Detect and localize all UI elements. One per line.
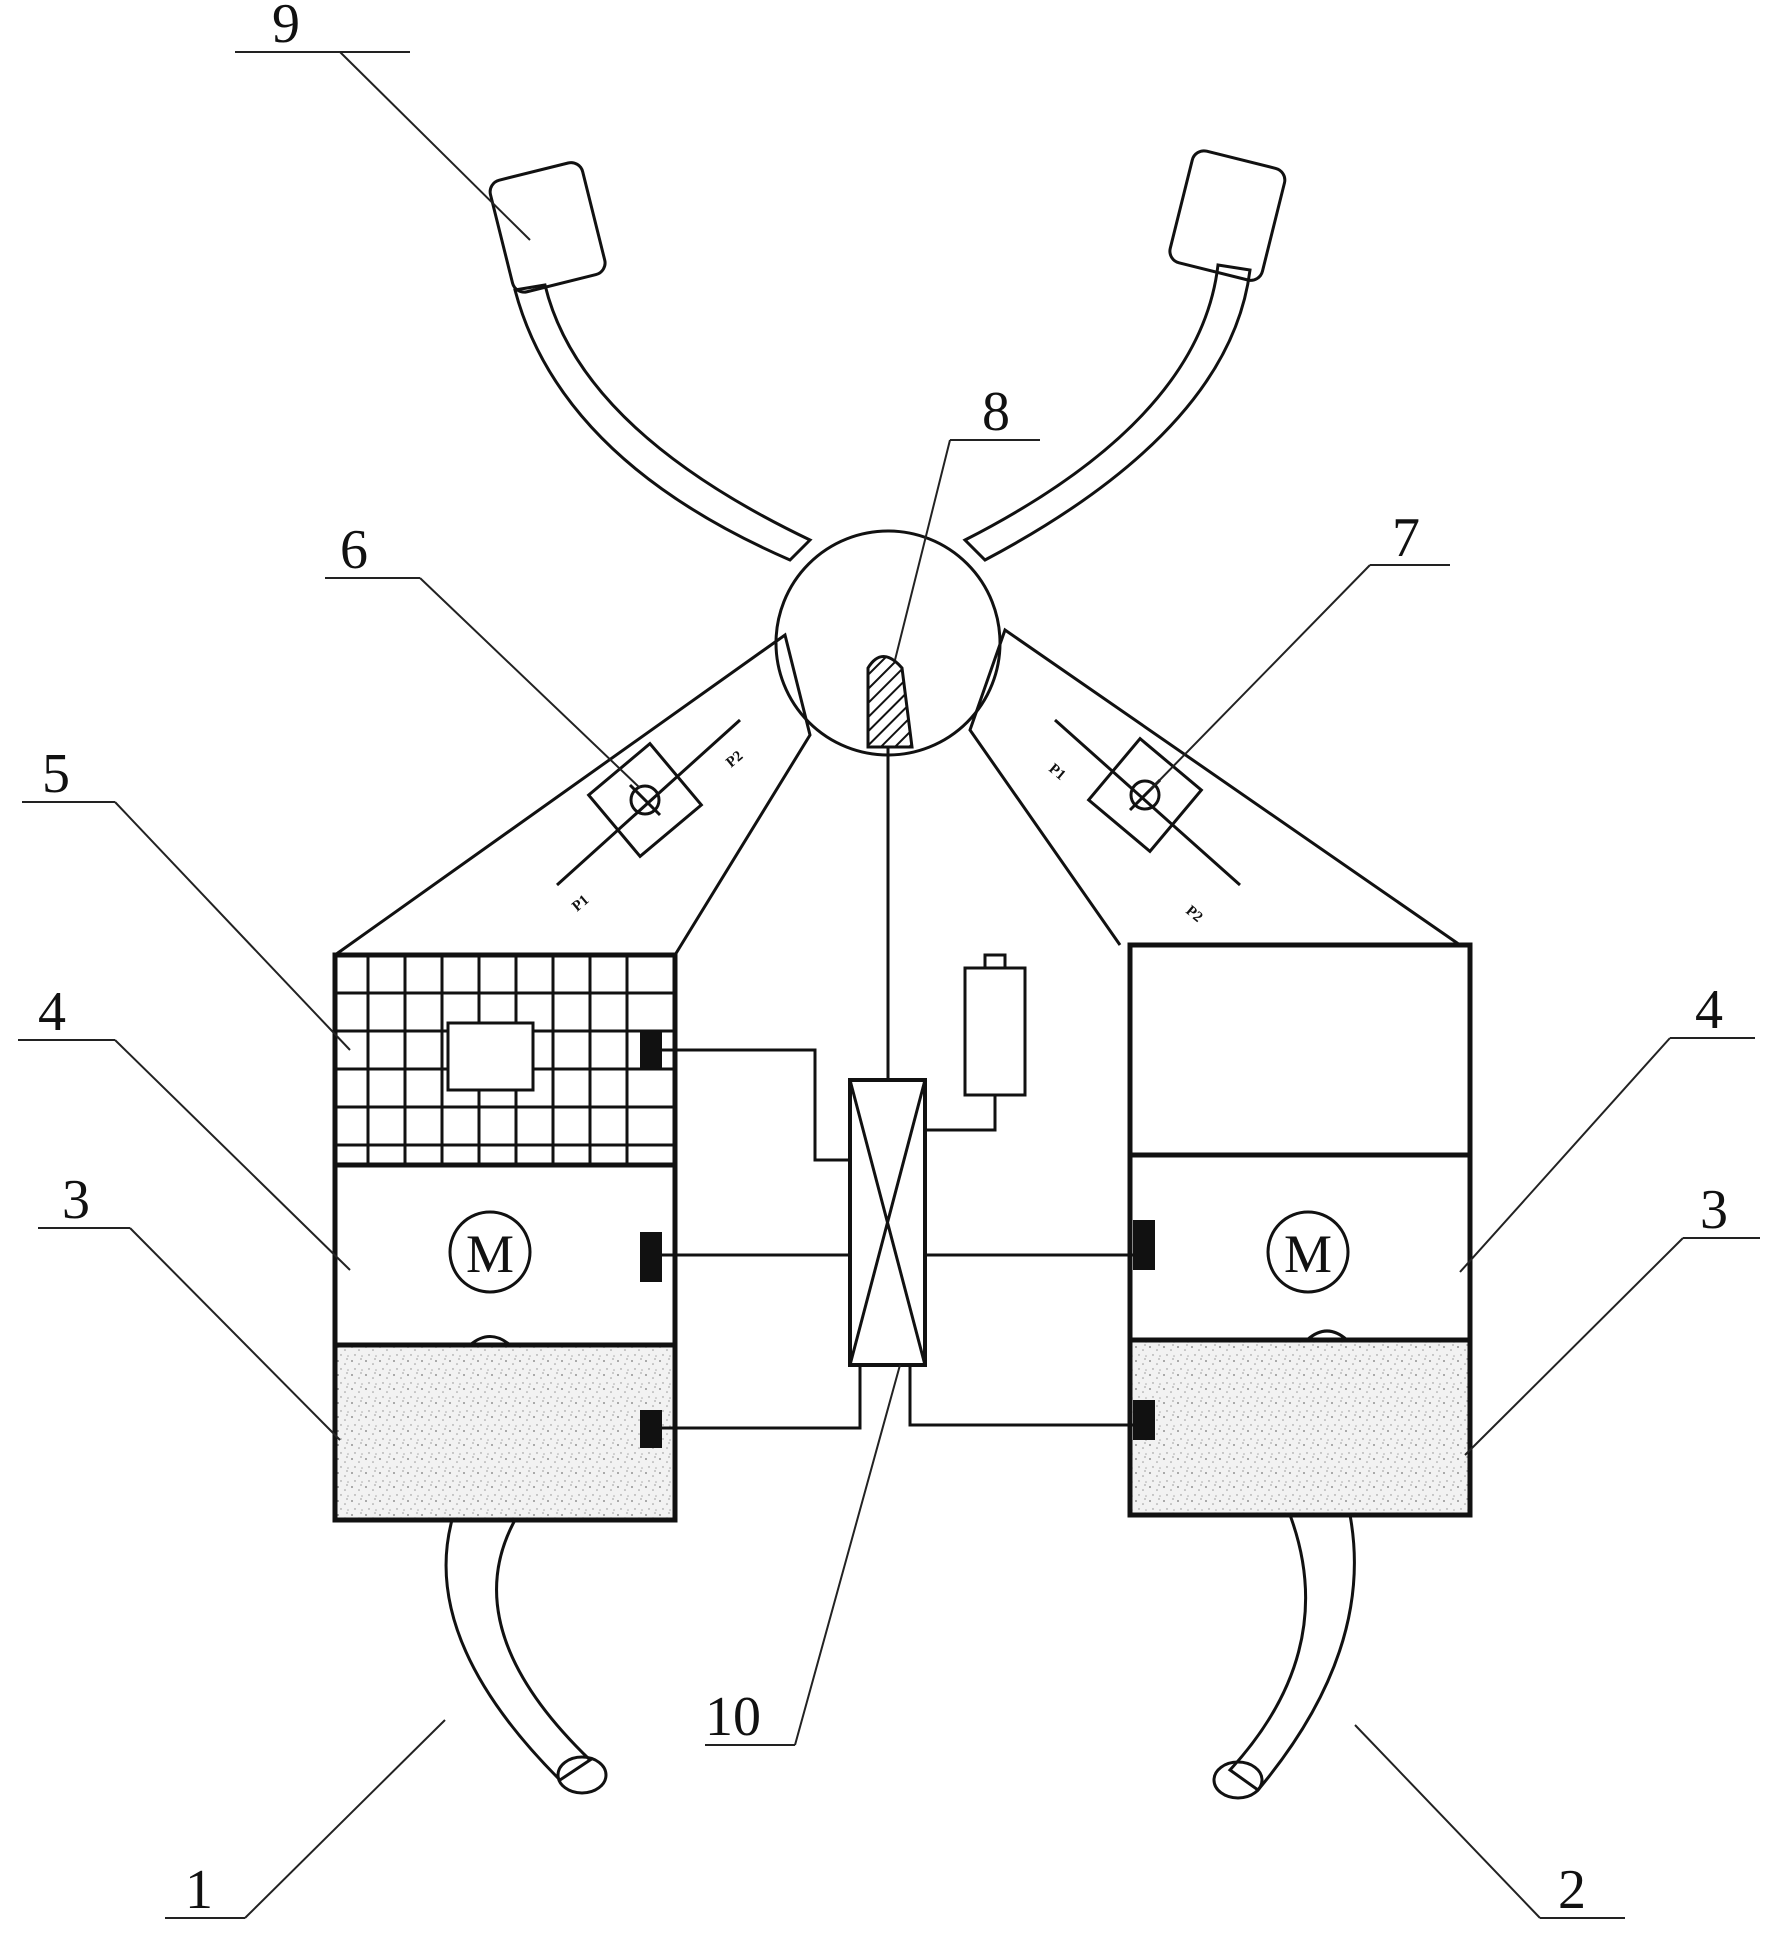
- upper-arms: [488, 148, 1288, 560]
- label-4-left: 4: [38, 981, 66, 1043]
- controller: [662, 747, 1133, 1428]
- label-1: 1: [185, 1859, 213, 1921]
- part-labels: 9 8 6 7 5 4 3 4 3 10 1 2: [38, 0, 1728, 1921]
- label-3-right: 3: [1700, 1179, 1728, 1241]
- label-10: 10: [705, 1686, 761, 1748]
- right-suction-cup: [1167, 148, 1287, 283]
- right-valve-p2: P2: [1182, 903, 1205, 926]
- right-valve-p1: P1: [1045, 761, 1068, 784]
- left-sand-chamber: [335, 1345, 675, 1520]
- sensor-8: [868, 657, 912, 748]
- label-7: 7: [1392, 507, 1420, 569]
- left-valve-p2: P2: [723, 748, 746, 771]
- battery: [965, 968, 1025, 1095]
- check-valve-right: P1 P2: [1045, 720, 1240, 926]
- right-leg: [1230, 1515, 1354, 1790]
- label-2: 2: [1558, 1859, 1586, 1921]
- central-hub: [776, 531, 1000, 755]
- right-motor-label: M: [1284, 1224, 1332, 1284]
- label-4-right: 4: [1695, 979, 1723, 1041]
- label-9: 9: [272, 0, 300, 55]
- label-8: 8: [982, 381, 1010, 443]
- left-arm: [515, 285, 810, 560]
- left-control-board: [448, 1023, 533, 1090]
- label-3-left: 3: [62, 1169, 90, 1231]
- left-unit: M: [335, 955, 675, 1793]
- left-motor-label: M: [466, 1224, 514, 1284]
- right-upper-chamber: [1130, 945, 1470, 1155]
- right-sand-chamber: [1130, 1340, 1470, 1515]
- left-leg: [446, 1520, 590, 1780]
- left-valve-p1: P1: [569, 892, 592, 915]
- label-5: 5: [42, 743, 70, 805]
- label-6: 6: [340, 519, 368, 581]
- right-funnel: [970, 630, 1460, 945]
- left-suction-cup: [488, 160, 608, 295]
- right-unit: M: [1130, 945, 1470, 1798]
